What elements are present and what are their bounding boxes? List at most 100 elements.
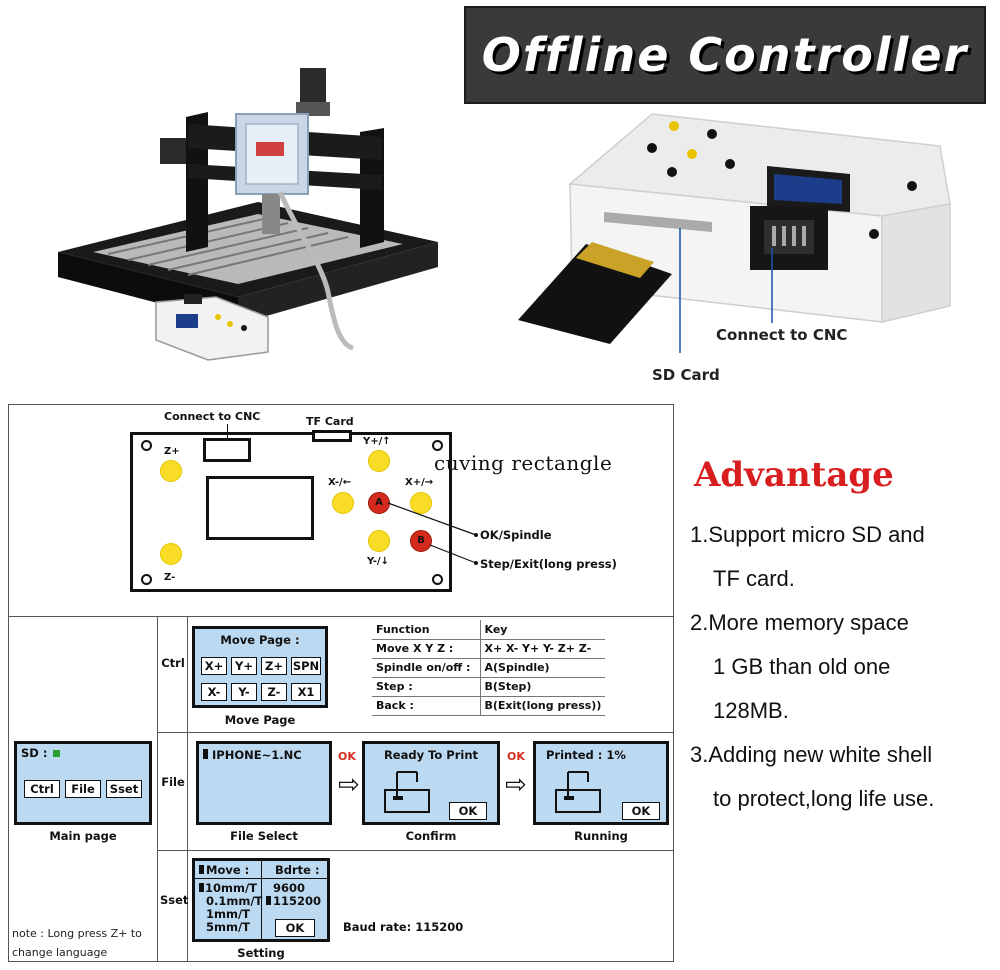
move-key-x-minus[interactable]: X- [201,683,227,701]
connect-to-cnc-label: Connect to CNC [716,326,848,344]
frame-divider-left [157,616,158,962]
key-cell: A(Spindle) [480,658,606,678]
flow-ok-label-1: OK [338,750,356,763]
move-key-y-minus[interactable]: Y- [231,683,257,701]
confirm-screen: Ready To Print OK [362,741,500,825]
file-select-caption: File Select [230,829,298,843]
table-row: Step : B(Step) [372,677,606,697]
key-cell: X+ X- Y+ Y- Z+ Z- [480,639,606,659]
move-page-title: Move Page : [220,633,300,647]
frame-divider-ctrl [157,732,674,733]
move-option[interactable]: 1mm/T [206,907,251,921]
x-plus-label: X+/→ [405,477,434,488]
move-option-selected[interactable]: 10mm/T [199,881,257,895]
setting-move-title: Move : [199,863,249,877]
diagram-frame [8,404,674,962]
z-minus-label: Z- [164,572,176,583]
file-cursor-icon [203,749,208,759]
row-label-sset: Sset [160,893,189,907]
key-header: Key [480,620,606,640]
table-row: Back : B(Exit(long press)) [372,696,606,716]
a-button[interactable]: A [368,492,390,514]
x-plus-button[interactable] [410,492,432,514]
file-key[interactable]: File [65,780,101,798]
y-minus-label: Y-/↓ [367,556,389,567]
move-key-y-plus[interactable]: Y+ [231,657,257,675]
function-cell: Back : [372,696,481,716]
baud-option[interactable]: 9600 [273,881,306,895]
move-key-x-plus[interactable]: X+ [201,657,227,675]
move-option[interactable]: 0.1mm/T [206,894,263,908]
baud-option-selected[interactable]: 115200 [266,894,321,908]
advantage-title: Advantage [694,455,894,495]
advantage-line-4: 1 GB than old one [713,654,891,679]
flow-arrow-icon-1: ⇨ [338,770,360,800]
flow-ok-label-2: OK [507,750,525,763]
y-plus-button[interactable] [368,450,390,472]
ok-spindle-label: OK/Spindle [480,528,552,542]
ctrl-key[interactable]: Ctrl [24,780,60,798]
setting-ok-button[interactable]: OK [275,919,315,937]
file-entry[interactable]: IPHONE~1.NC [203,748,302,762]
printer-icon [384,771,430,813]
z-plus-label: Z+ [164,446,180,457]
move-key-z-plus[interactable]: Z+ [261,657,287,675]
banner-title: Offline Controller [481,28,969,82]
move-option-text: 10mm/T [205,881,258,895]
move-page-screen: Move Page : X+ Y+ Z+ SPN X- Y- Z- X1 [192,626,328,708]
file-select-screen: IPHONE~1.NC [196,741,332,825]
z-plus-button[interactable] [160,460,182,482]
running-screen: Printed : 1% OK [533,741,669,825]
running-caption: Running [574,829,628,843]
printer-running-icon [555,771,601,813]
sd-label-text: SD : [21,746,48,760]
b-button-label: B [417,535,425,546]
baud-selected-icon [266,896,271,905]
sset-key[interactable]: Sset [106,780,142,798]
mount-hole-br [432,574,443,585]
row-label-file: File [161,775,185,789]
mount-hole-bl [141,574,152,585]
a-button-label: A [375,497,383,508]
title-banner: Offline Controller [464,6,986,104]
frame-divider-top [8,616,674,617]
callout-lines [387,502,478,565]
baud-rate-note: Baud rate: 115200 [343,920,464,934]
flow-arrow-icon-2: ⇨ [505,770,527,800]
y-minus-button[interactable] [368,530,390,552]
advantage-line-7: to protect,long life use. [713,786,935,811]
y-plus-label: Y+/↑ [363,436,391,447]
move-key-z-minus[interactable]: Z- [261,683,287,701]
move-key-spn[interactable]: SPN [291,657,321,675]
setting-screen: Move : Bdrte : 10mm/T 0.1mm/T 1mm/T 5mm/… [192,858,330,942]
board-screen [206,476,314,540]
note-line-2: change language [12,946,108,959]
table-row: Move X Y Z : X+ X- Y+ Y- Z+ Z- [372,639,606,659]
sd-card-label: SD Card [652,366,720,384]
cnc-machine-image [58,68,438,361]
sd-status-label: SD : [21,746,61,760]
table-row: Spindle on/off : A(Spindle) [372,658,606,678]
running-ok-button[interactable]: OK [622,802,660,820]
confirm-caption: Confirm [405,829,457,843]
move-key-x1[interactable]: X1 [291,683,321,701]
function-cell: Move X Y Z : [372,639,481,659]
frame-divider-file [157,850,674,851]
setting-caption: Setting [237,946,285,960]
setting-baud-title: Bdrte : [275,863,320,877]
z-minus-button[interactable] [160,543,182,565]
x-minus-button[interactable] [332,492,354,514]
function-cell: Spindle on/off : [372,658,481,678]
step-exit-label: Step/Exit(long press) [480,557,617,571]
b-button[interactable]: B [410,530,432,552]
board-connector [203,438,251,462]
advantage-line-1: 1.Support micro SD and [690,522,925,547]
confirm-ok-button[interactable]: OK [449,802,487,820]
function-header: Function [372,620,481,640]
connector-leader [227,424,228,438]
move-option[interactable]: 5mm/T [206,920,251,934]
row-label-ctrl: Ctrl [161,656,185,670]
function-table-header: Function Key [372,620,606,640]
controller-box-image [518,113,951,353]
overlay-text: cuving rectangle [434,451,613,475]
